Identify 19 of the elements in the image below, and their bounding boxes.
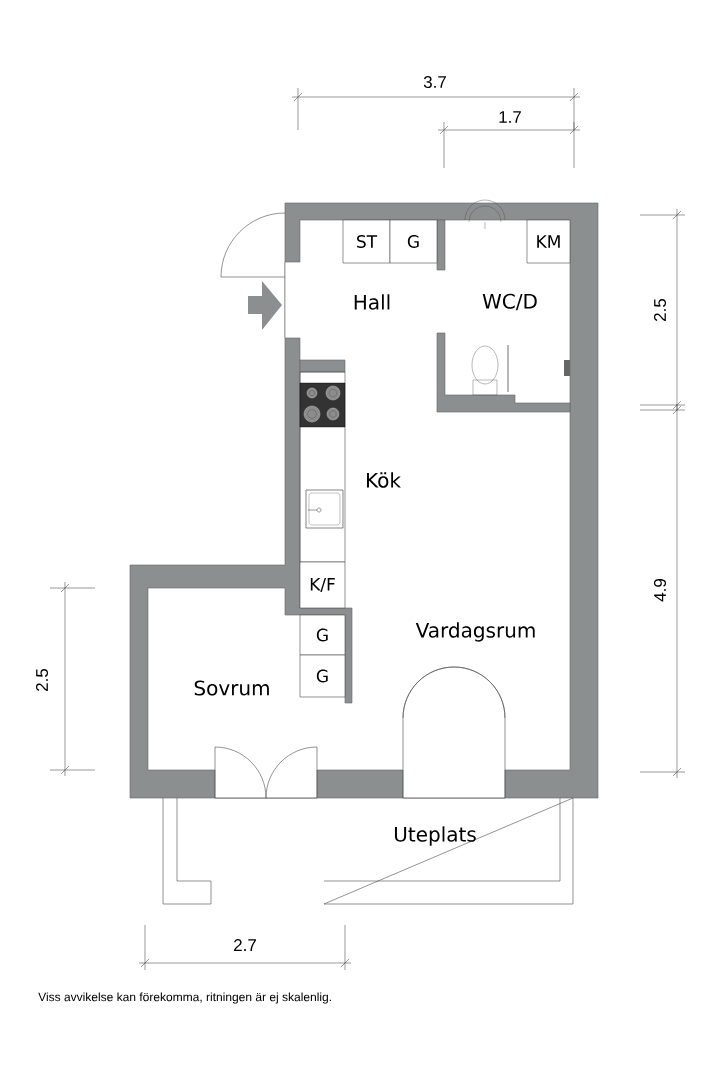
cabinet-box: G [299, 614, 346, 656]
room-label: WC/D [482, 293, 537, 311]
dimension-label: 1.7 [499, 111, 521, 123]
cabinet-box: K/F [299, 561, 346, 609]
room-label: Uteplats [394, 826, 476, 846]
dimension-label: 2.7 [234, 939, 256, 951]
room-label: Vardagsrum [415, 622, 535, 642]
dimension-label: 2.5 [36, 668, 48, 691]
dimension-label: 2.5 [653, 298, 666, 321]
room-label: Hall [354, 294, 390, 310]
dimension-label: 3.7 [423, 76, 446, 89]
cabinet-box: G [299, 654, 346, 698]
room-label: Kök [367, 472, 401, 488]
caption: Viss avvikelse kan förekomma, ritningen är ej skalenlig. [38, 992, 331, 1004]
cabinet-box: KM [526, 219, 571, 264]
room-label: Sovrum [194, 680, 269, 696]
dimension-label: 4.9 [653, 579, 666, 602]
cabinet-box: G [389, 219, 438, 264]
cabinet-box: ST [342, 219, 391, 264]
